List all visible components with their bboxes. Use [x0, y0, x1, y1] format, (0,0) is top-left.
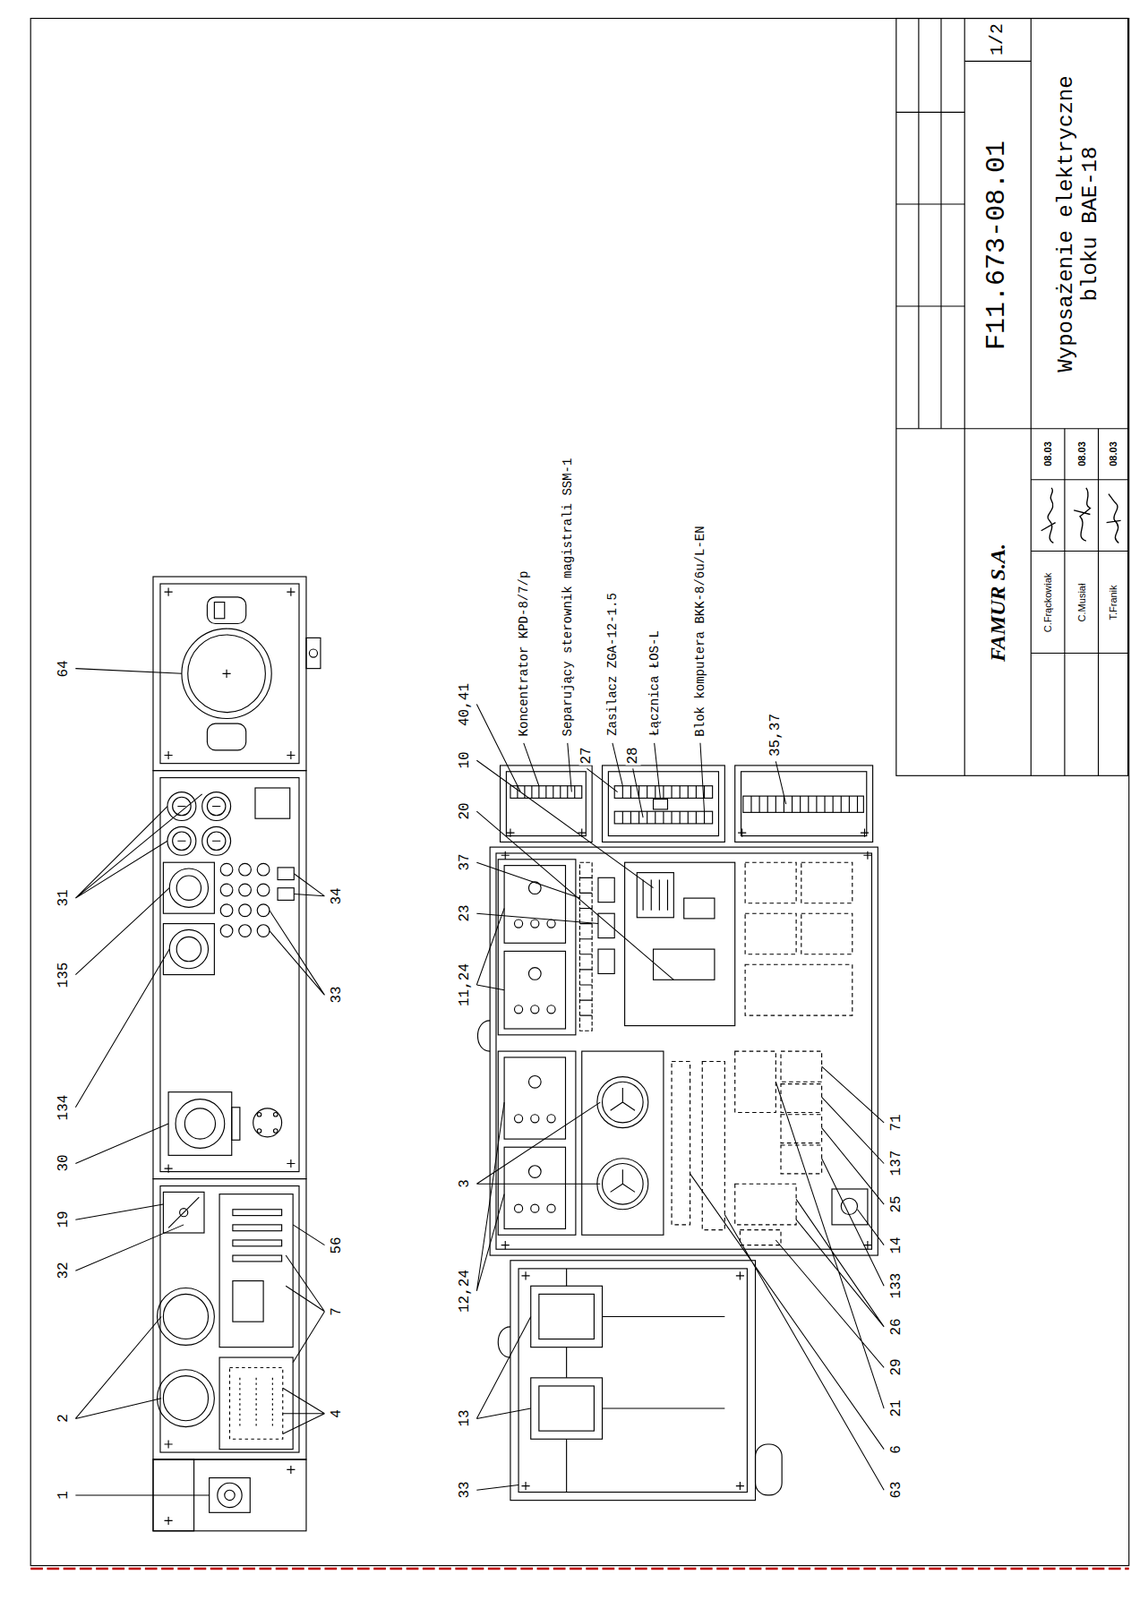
title-block-cell: C.Musiał	[1064, 551, 1099, 654]
callout-number: 1	[55, 1490, 71, 1501]
cell-text: 1/2	[987, 23, 1008, 56]
cell-text: FAMUR S.A.	[985, 543, 1011, 662]
title-block-cell: T.Franik	[1098, 551, 1129, 654]
signature-scribble	[1041, 488, 1122, 544]
callout-number: 6	[888, 1444, 904, 1456]
cell-text: Wyposażenie elektryczne bloku BAE-18	[1055, 62, 1105, 386]
cell-text: 08.03	[1042, 441, 1054, 467]
callout-number: 32	[55, 1261, 71, 1281]
component-name: Zasilacz ZGA-12-1.5	[606, 591, 620, 737]
callout-number: 14	[888, 1235, 904, 1255]
title-block-cell: 08.03	[1098, 428, 1129, 480]
callout-number: 137	[888, 1149, 904, 1178]
callout-number: 28	[625, 745, 641, 765]
callout-number: 11,24	[456, 962, 472, 1008]
callout-number: 31	[55, 888, 71, 908]
callout-number: 30	[55, 1154, 71, 1174]
title-block-cell: 1/2	[964, 18, 1031, 62]
callout-number: 134	[55, 1093, 71, 1122]
callout-number: 25	[888, 1194, 904, 1214]
title-block-cell: C.Frąckowiak	[1030, 551, 1065, 654]
component-name: Łącznica ŁOS-L	[647, 629, 661, 737]
title-block-cell: 08.03	[1064, 428, 1099, 480]
callout-number: 12,24	[456, 1268, 472, 1314]
callout-number: 20	[456, 802, 472, 822]
top-view	[153, 576, 321, 1532]
leader-lines	[75, 668, 884, 1496]
cell-text: T.Franik	[1107, 584, 1119, 620]
callout-number: 34	[329, 886, 345, 906]
callout-number: 64	[55, 659, 71, 678]
callout-number: 135	[55, 960, 71, 989]
title-block-cell: FAMUR S.A.	[964, 428, 1031, 777]
cell-text: F11.673-08.01	[982, 140, 1013, 351]
component-name: Separujący sterownik magistrali SSM-1	[560, 456, 575, 737]
callout-number: 40,41	[456, 682, 472, 728]
title-block-cell: F11.673-08.01	[964, 60, 1031, 429]
title-block-grid	[896, 18, 1129, 777]
callout-number: 133	[888, 1272, 904, 1301]
callout-number: 23	[456, 904, 472, 924]
cell-text: 08.03	[1076, 441, 1088, 467]
cell-text: C.Musiał	[1076, 582, 1088, 622]
callout-number: 35,37	[768, 712, 784, 758]
callout-number: 63	[888, 1481, 904, 1500]
callout-number: 4	[329, 1408, 345, 1420]
cell-text: 08.03	[1107, 441, 1119, 467]
callout-number: 21	[888, 1398, 904, 1418]
title-block-cell: Wyposażenie elektryczne bloku BAE-18	[1030, 18, 1128, 429]
callout-number: 7	[329, 1306, 345, 1318]
callout-number: 13	[456, 1409, 472, 1429]
callout-number: 37	[456, 853, 472, 873]
callout-number: 27	[579, 745, 595, 765]
callout-number: 10	[456, 751, 472, 771]
component-name: Blok komputera BKK-8/6u/L-EN	[694, 524, 708, 737]
front-view	[477, 765, 878, 1501]
callout-number: 33	[329, 985, 345, 1005]
callout-number: 26	[888, 1317, 904, 1337]
callout-number: 19	[55, 1210, 71, 1230]
callout-number: 3	[456, 1178, 472, 1190]
callout-number: 29	[888, 1358, 904, 1378]
cell-text: C.Frąckowiak	[1042, 572, 1054, 633]
component-name: Koncentrator KPD-8/7/p	[516, 569, 531, 737]
callout-number: 71	[888, 1113, 904, 1132]
title-block-cell: 08.03	[1030, 428, 1065, 480]
sheet-frame	[30, 18, 1130, 1569]
callout-number: 33	[456, 1481, 472, 1500]
callout-number: 2	[55, 1413, 71, 1425]
callout-number: 56	[329, 1235, 345, 1255]
